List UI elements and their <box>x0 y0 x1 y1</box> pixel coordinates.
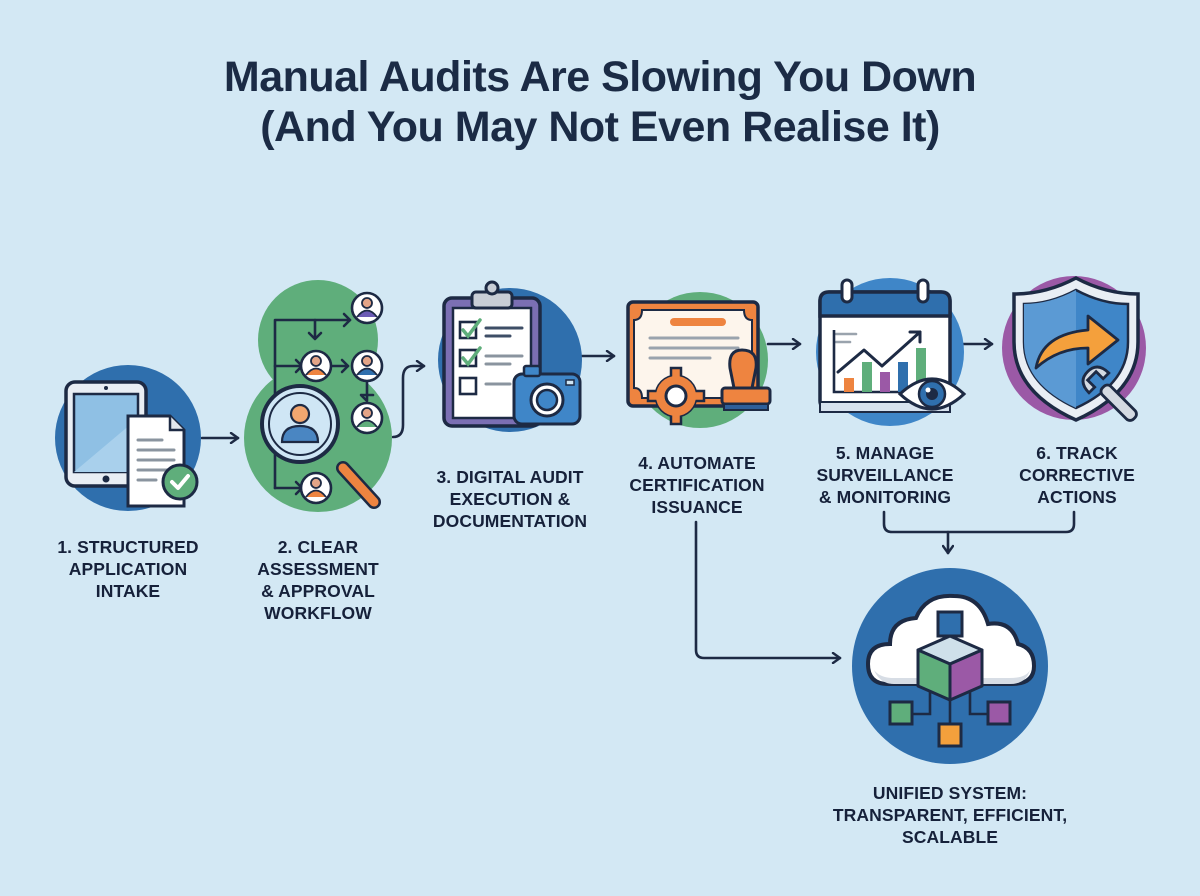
arrow-4-to-outcome <box>694 520 842 658</box>
bracket-5-6 <box>882 510 1076 534</box>
step-2-label-line: 2. Clear <box>277 537 359 557</box>
step-3-label-line: Documentation <box>432 511 588 531</box>
certificate-gear-stamp-icon <box>626 292 772 428</box>
step-6-label-line: Actions <box>1037 487 1117 507</box>
arrow-2-to-3 <box>391 366 426 439</box>
step-3-label-line: Execution & <box>449 489 571 509</box>
shield-arrow-wrench-icon <box>1002 276 1146 422</box>
clipboard-camera-icon <box>438 280 582 432</box>
cloud-cube-network-icon <box>852 568 1048 764</box>
step-2-label-line: Workflow <box>264 603 372 623</box>
step-5-label-line: Surveillance <box>816 465 954 485</box>
step-4-label: 4. Automate Certification Issuance <box>602 452 792 518</box>
title-line-2: (And You May Not Even Realise It) <box>260 103 940 151</box>
page-title: Manual Audits Are Slowing You Down (And … <box>0 52 1200 152</box>
step-6-label-line: Corrective <box>1019 465 1135 485</box>
step-3-label-line: 3. Digital Audit <box>436 467 584 487</box>
outcome-label-line: Unified System: <box>872 783 1028 803</box>
outcome-label-line: Transparent, Efficient, <box>832 805 1068 825</box>
magnifier-people-workflow-icon <box>244 280 392 512</box>
step-1-label: 1. Structured Application Intake <box>28 536 228 602</box>
title-line-1: Manual Audits Are Slowing You Down <box>223 53 977 101</box>
step-2-label: 2. Clear Assessment & Approval Workflow <box>228 536 408 624</box>
calendar-chart-eye-icon <box>816 278 967 426</box>
step-1-label-line: Application <box>68 559 188 579</box>
tablet-document-check-icon <box>55 365 201 511</box>
step-4-label-line: Certification <box>629 475 765 495</box>
step-2-label-line: Assessment <box>257 559 379 579</box>
step-6-label-line: 6. Track <box>1036 443 1118 463</box>
step-5-label-line: 5. Manage <box>835 443 935 463</box>
step-4-label-line: 4. Automate <box>638 453 756 473</box>
step-6-label: 6. Track Corrective Actions <box>982 442 1172 508</box>
step-1-label-line: Intake <box>95 581 161 601</box>
step-3-label: 3. Digital Audit Execution & Documentati… <box>410 466 610 532</box>
step-2-label-line: & Approval <box>261 581 375 601</box>
step-4-label-line: Issuance <box>651 497 743 517</box>
outcome-label: Unified System: Transparent, Efficient, … <box>810 782 1090 848</box>
outcome-label-line: Scalable <box>901 827 999 847</box>
step-5-label: 5. Manage Surveillance & Monitoring <box>790 442 980 508</box>
step-1-label-line: 1. Structured <box>57 537 199 557</box>
step-5-label-line: & Monitoring <box>818 487 952 507</box>
